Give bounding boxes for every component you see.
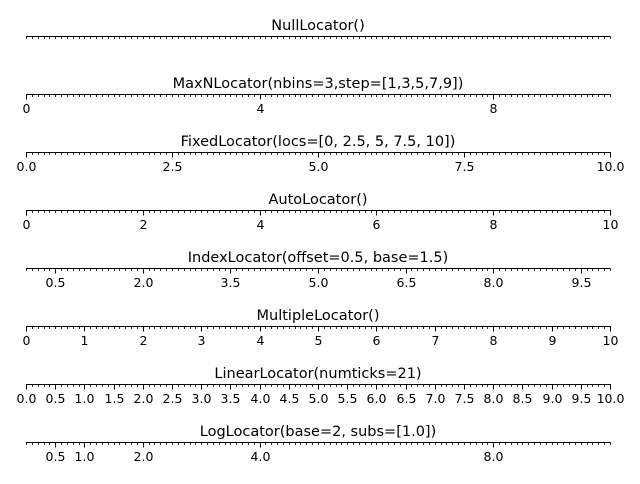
tick-label: 7.0 xyxy=(426,391,446,406)
tick-label: 10 xyxy=(603,333,619,348)
tick-label: 1.0 xyxy=(75,391,95,406)
tick-label: 5.0 xyxy=(309,391,329,406)
tick-label: 3.5 xyxy=(221,391,241,406)
tick-label: 3.0 xyxy=(192,391,212,406)
tick-label: 0.5 xyxy=(46,391,66,406)
tick-label: 8.0 xyxy=(484,391,504,406)
tick-label: 5 xyxy=(315,333,323,348)
tick-label: 8.0 xyxy=(484,275,504,290)
tick-label: 0 xyxy=(23,101,31,116)
tick-label: 10.0 xyxy=(597,159,625,174)
tick-label: 0.5 xyxy=(46,275,66,290)
axis-title: IndexLocator(offset=0.5, base=1.5) xyxy=(188,250,449,266)
tick-label: 1.0 xyxy=(75,449,95,464)
tick-label: 2.0 xyxy=(134,275,154,290)
tick-label: 6 xyxy=(373,217,381,232)
axis-title: MultipleLocator() xyxy=(257,308,380,324)
tick-label: 8.0 xyxy=(484,449,504,464)
axis-title: AutoLocator() xyxy=(268,192,367,208)
tick-label: 7.5 xyxy=(455,159,475,174)
tick-label: 6.0 xyxy=(367,391,387,406)
tick-label: 5.5 xyxy=(338,391,358,406)
tick-label: 4.5 xyxy=(280,391,300,406)
tick-label: 0.0 xyxy=(17,391,37,406)
axis-title: FixedLocator(locs=[0, 2.5, 5, 7.5, 10]) xyxy=(181,134,456,150)
tick-label: 4.0 xyxy=(251,449,271,464)
axis-title: LogLocator(base=2, subs=[1.0]) xyxy=(200,424,436,440)
tick-label: 4 xyxy=(257,101,265,116)
tick-label: 9 xyxy=(549,333,557,348)
tick-label: 9.0 xyxy=(543,391,563,406)
tick-label: 2 xyxy=(140,217,148,232)
axis-title: MaxNLocator(nbins=3,step=[1,3,5,7,9]) xyxy=(173,76,464,92)
tick-label: 0 xyxy=(23,333,31,348)
tick-label: 2.0 xyxy=(134,449,154,464)
tick-label: 8 xyxy=(490,333,498,348)
tick-label: 8.5 xyxy=(513,391,533,406)
tick-label: 5.0 xyxy=(309,275,329,290)
tick-label: 3 xyxy=(198,333,206,348)
tick-label: 3.5 xyxy=(221,275,241,290)
tick-label: 2.5 xyxy=(163,391,183,406)
tick-label: 0 xyxy=(23,217,31,232)
tick-label: 10.0 xyxy=(597,391,625,406)
axis-title: NullLocator() xyxy=(271,18,364,34)
axis-title: LinearLocator(numticks=21) xyxy=(214,366,421,382)
tick-label: 7.5 xyxy=(455,391,475,406)
tick-label: 5.0 xyxy=(309,159,329,174)
tick-label: 8 xyxy=(490,217,498,232)
tick-label: 6 xyxy=(373,333,381,348)
tick-label: 6.5 xyxy=(397,391,417,406)
tick-label: 10 xyxy=(603,217,619,232)
tick-label: 2.5 xyxy=(163,159,183,174)
tick-label: 6.5 xyxy=(397,275,417,290)
tick-label: 4 xyxy=(257,333,265,348)
tick-label: 9.5 xyxy=(572,275,592,290)
tick-label: 9.5 xyxy=(572,391,592,406)
tick-label: 0.5 xyxy=(46,449,66,464)
tick-label: 0.0 xyxy=(17,159,37,174)
tick-label: 4.0 xyxy=(251,391,271,406)
tick-label: 2 xyxy=(140,333,148,348)
tick-label: 7 xyxy=(432,333,440,348)
tick-label: 1 xyxy=(81,333,89,348)
tick-label: 1.5 xyxy=(105,391,125,406)
tick-label: 2.0 xyxy=(134,391,154,406)
tick-label: 8 xyxy=(490,101,498,116)
tick-label: 4 xyxy=(257,217,265,232)
